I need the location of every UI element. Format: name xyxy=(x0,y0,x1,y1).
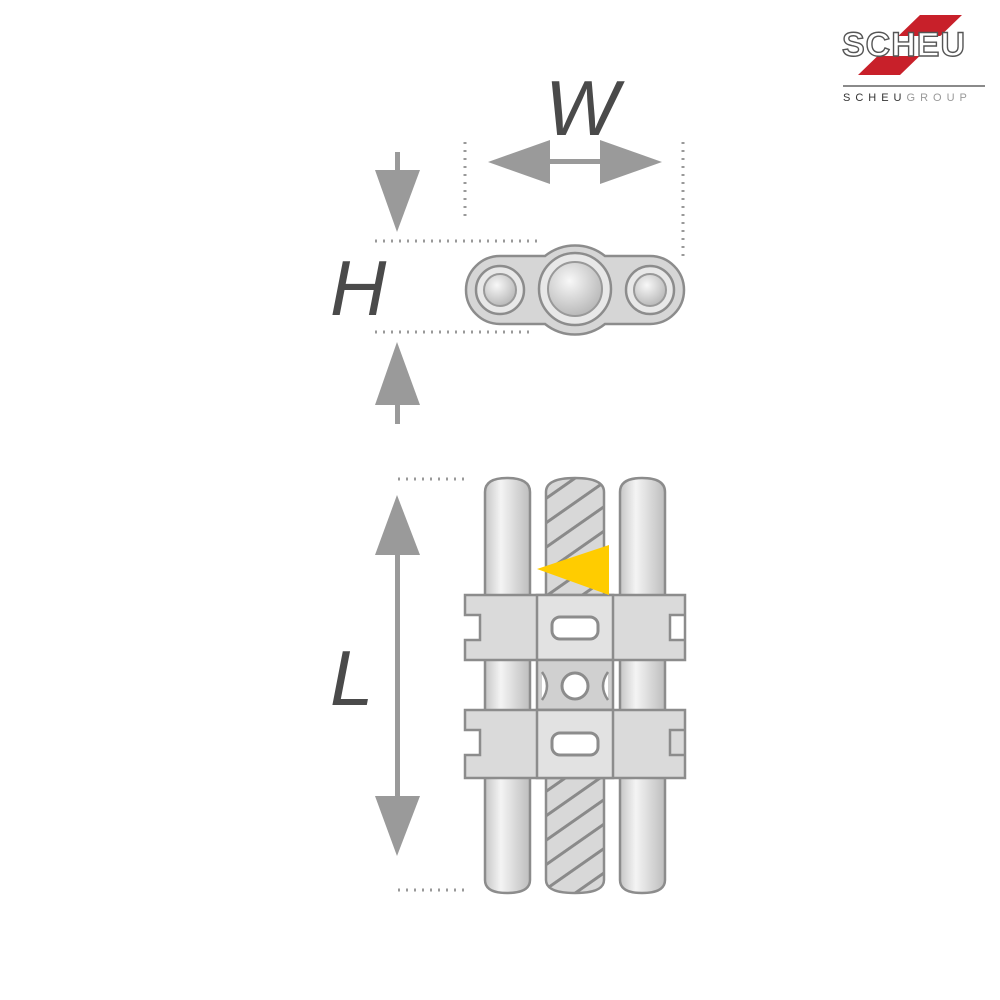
logo-group-text: SCHEUGROUP xyxy=(843,92,972,104)
screw-body-upper xyxy=(463,593,687,662)
center-hub xyxy=(535,658,615,712)
direction-arrow-indicator xyxy=(537,545,609,595)
guide-rod-left xyxy=(483,476,532,895)
guide-rod-right xyxy=(618,476,667,895)
length-label: L xyxy=(330,634,373,722)
key-hole xyxy=(560,671,590,701)
logo-group-suffix: GROUP xyxy=(907,92,972,104)
length-arrow xyxy=(375,495,420,856)
screw-side-view xyxy=(463,476,687,895)
screw-top-view xyxy=(464,244,686,336)
height-arrows xyxy=(375,152,420,424)
width-arrow xyxy=(488,140,662,184)
guide-lines xyxy=(375,142,685,892)
height-label: H xyxy=(330,244,387,332)
scheu-logo: SCHEU SCHEUGROUP xyxy=(840,15,985,104)
screw-body-lower xyxy=(463,708,687,780)
logo-brand-text: SCHEU xyxy=(842,26,966,64)
width-label: W xyxy=(545,64,625,152)
logo-group-prefix: SCHEU xyxy=(843,92,907,104)
